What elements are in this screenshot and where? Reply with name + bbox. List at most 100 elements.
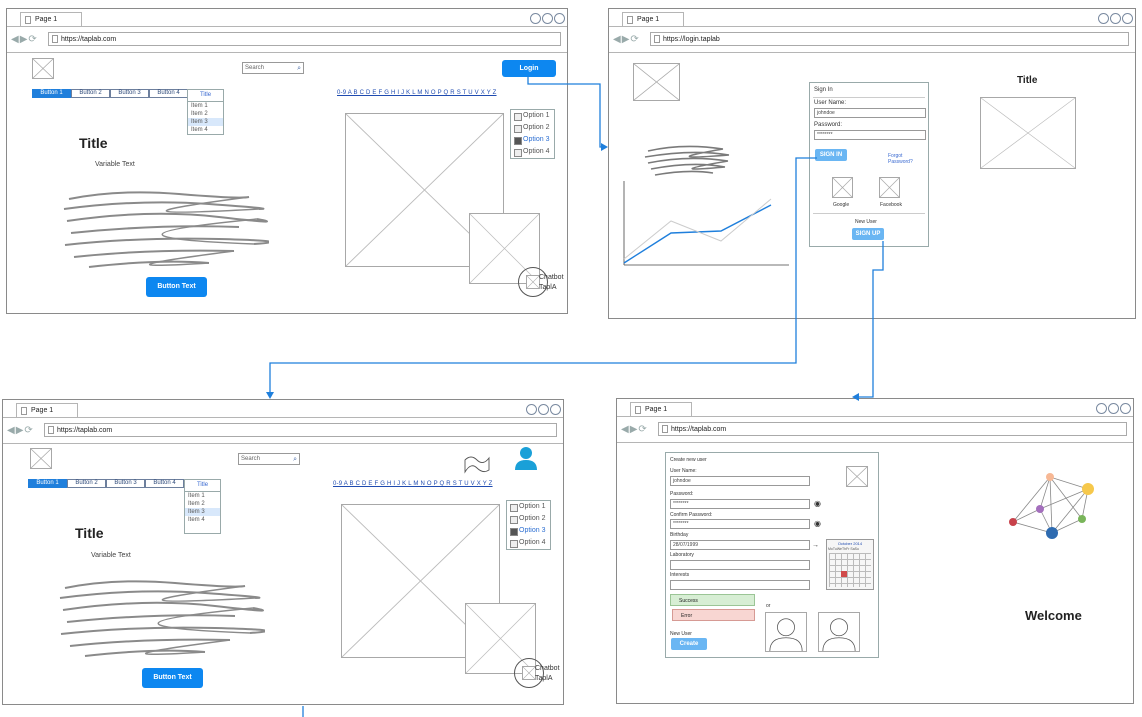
- option-checkbox[interactable]: Option 3: [507, 525, 550, 537]
- nav-button-3[interactable]: Button 3: [110, 89, 149, 98]
- primary-button[interactable]: Button Text: [142, 668, 203, 688]
- search-icon: ⌕: [297, 65, 301, 72]
- nav-button-3[interactable]: Button 3: [106, 479, 145, 488]
- page-title: Title: [75, 525, 104, 541]
- new-user-label: New User: [855, 219, 877, 225]
- sign-up-button[interactable]: SIGN UP: [852, 228, 884, 240]
- primary-button[interactable]: Button Text: [146, 277, 207, 297]
- google-icon[interactable]: [832, 177, 853, 198]
- window-controls[interactable]: [525, 402, 561, 420]
- dropdown-item[interactable]: Item 4: [191, 127, 208, 133]
- username-field[interactable]: johndoe: [670, 476, 810, 486]
- dropdown-item[interactable]: Item 2: [191, 111, 208, 117]
- dropdown-item[interactable]: Item 4: [188, 517, 205, 523]
- address-bar[interactable]: https://login.taplab: [650, 32, 1129, 46]
- interests-field[interactable]: [670, 580, 810, 590]
- nav-button-4[interactable]: Button 4: [145, 479, 184, 488]
- nav-button-2[interactable]: Button 2: [67, 479, 106, 488]
- dropdown-item[interactable]: Item 3: [185, 508, 220, 516]
- confirm-password-label: Confirm Password:: [670, 512, 713, 518]
- browser-tab[interactable]: Page 1: [16, 403, 78, 417]
- new-user-label: New User: [670, 631, 692, 637]
- calendar-header[interactable]: October 2014: [837, 541, 863, 546]
- birthday-label: Birthday: [670, 532, 689, 538]
- user-face-placeholder[interactable]: [765, 612, 807, 652]
- tab-label: Page 1: [35, 16, 58, 23]
- nav-arrows-icon[interactable]: ◀▶⟳: [11, 34, 38, 45]
- scribble-block: [644, 145, 730, 176]
- dropdown-item[interactable]: Item 3: [188, 118, 223, 126]
- facebook-icon[interactable]: [879, 177, 900, 198]
- sign-in-button[interactable]: SIGN IN: [815, 149, 847, 161]
- dropdown-menu[interactable]: Title Item 1 Item 2 Item 3 Item 4: [184, 479, 221, 534]
- dropdown-title[interactable]: Title: [188, 90, 223, 102]
- date-picker[interactable]: October 2014 MoTuWeThFr SaSu: [826, 539, 874, 590]
- address-bar[interactable]: https://taplab.com: [658, 422, 1127, 436]
- calendar-weekdays: MoTuWeThFr SaSu: [828, 547, 859, 551]
- alphabet-index[interactable]: 0-9 A B C D E F G H I J K L M N O P Q R …: [337, 90, 497, 96]
- login-button[interactable]: Login: [502, 60, 556, 77]
- nav-button-1[interactable]: Button 1: [28, 479, 67, 488]
- nav-button-bar: Button 1 Button 2 Button 3 Button 4: [32, 89, 188, 98]
- map-icon[interactable]: [463, 452, 491, 474]
- variable-text: Variable Text: [95, 161, 135, 168]
- calendar-selected-day[interactable]: [841, 571, 847, 577]
- nav-arrows-icon[interactable]: ◀▶⟳: [613, 34, 640, 45]
- option-checkbox[interactable]: Option 4: [511, 146, 554, 158]
- window-controls[interactable]: [529, 11, 565, 29]
- option-checkbox[interactable]: Option 2: [511, 122, 554, 134]
- browser-window-home-user: Page 1 ◀▶⟳ https://taplab.com Search⌕ Bu…: [2, 399, 564, 705]
- laboratory-field[interactable]: [670, 560, 810, 570]
- create-button[interactable]: Create: [671, 638, 707, 650]
- nav-button-4[interactable]: Button 4: [149, 89, 188, 98]
- eye-icon[interactable]: ◉: [814, 499, 821, 508]
- browser-window-home: Page 1 ◀▶⟳ https://taplab.com Search⌕ Lo…: [6, 8, 568, 314]
- error-alert: Error: [672, 609, 755, 621]
- browser-tab[interactable]: Page 1: [622, 12, 684, 26]
- confirm-password-field[interactable]: ********: [670, 519, 810, 529]
- page-icon: [627, 16, 633, 24]
- option-checkbox[interactable]: Option 2: [507, 513, 550, 525]
- nav-arrows-icon[interactable]: ◀▶⟳: [621, 424, 648, 435]
- birthday-field[interactable]: 28/07/1999: [670, 540, 810, 550]
- option-checkbox[interactable]: Option 4: [507, 537, 550, 549]
- eye-icon[interactable]: ◉: [814, 519, 821, 528]
- login-title: Title: [1017, 75, 1038, 86]
- option-checkbox[interactable]: Option 3: [511, 134, 554, 146]
- avatar-placeholder: [846, 466, 868, 487]
- address-bar[interactable]: https://taplab.com: [48, 32, 561, 46]
- password-field[interactable]: ********: [670, 499, 810, 509]
- dropdown-item[interactable]: Item 1: [188, 493, 205, 499]
- password-field[interactable]: ********: [814, 130, 926, 140]
- forgot-password-link[interactable]: Forgot Password?: [888, 153, 913, 165]
- option-checkbox[interactable]: Option 1: [507, 501, 550, 513]
- nav-button-1[interactable]: Button 1: [32, 89, 71, 98]
- browser-tab[interactable]: Page 1: [630, 402, 692, 416]
- address-bar[interactable]: https://taplab.com: [44, 423, 557, 437]
- create-user-heading: Create new user: [670, 457, 707, 463]
- nav-arrows-icon[interactable]: ◀▶⟳: [7, 425, 34, 436]
- user-avatar-icon[interactable]: [515, 446, 537, 470]
- window-controls[interactable]: [1097, 11, 1133, 29]
- option-checkbox[interactable]: Option 1: [511, 110, 554, 122]
- dropdown-menu[interactable]: Title Item 1 Item 2 Item 3 Item 4: [187, 89, 224, 135]
- browser-tab[interactable]: Page 1: [20, 12, 82, 26]
- username-field[interactable]: johndoe: [814, 108, 926, 118]
- user-face-placeholder[interactable]: [818, 612, 860, 652]
- window-controls[interactable]: [1095, 401, 1131, 419]
- search-input[interactable]: Search⌕: [238, 453, 300, 465]
- calendar-grid[interactable]: [829, 553, 871, 587]
- dropdown-item[interactable]: Item 1: [191, 103, 208, 109]
- sign-in-heading: Sign In: [814, 87, 833, 93]
- search-input[interactable]: Search⌕: [242, 62, 304, 74]
- variable-text: Variable Text: [91, 552, 131, 559]
- dropdown-item[interactable]: Item 2: [188, 501, 205, 507]
- alphabet-index[interactable]: 0-9 A B C D E F G H I J K L M N O P Q R …: [333, 481, 493, 487]
- nav-button-2[interactable]: Button 2: [71, 89, 110, 98]
- chatbot-icon[interactable]: [514, 658, 544, 688]
- logo-placeholder: [30, 448, 52, 469]
- image-placeholder: [980, 97, 1076, 169]
- page-icon: [21, 407, 27, 415]
- browser-window-login: Page 1 ◀▶⟳ https://login.taplab Sign In …: [608, 8, 1136, 319]
